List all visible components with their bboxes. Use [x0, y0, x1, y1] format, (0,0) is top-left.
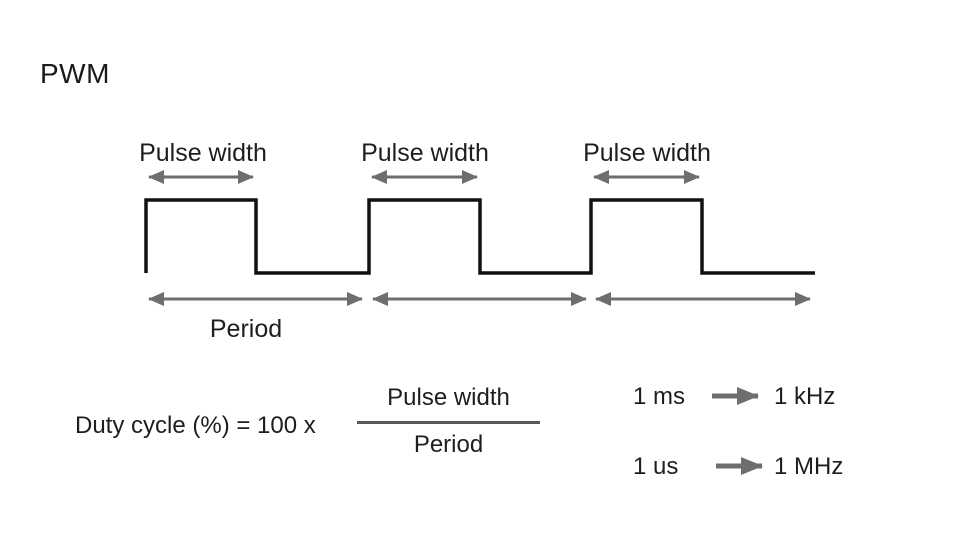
fraction-denominator: Period: [413, 431, 484, 458]
duty-cycle-fraction: Pulse width Period: [357, 384, 540, 459]
pwm-square-wave-trace: [144, 198, 815, 275]
pulse-width-label: Pulse width: [583, 139, 711, 167]
conversion-to: 1 kHz: [774, 383, 836, 410]
fraction-numerator: Pulse width: [387, 384, 510, 411]
conversion-from: 1 ms: [633, 383, 686, 410]
pulse-width-label: Pulse width: [139, 139, 267, 167]
page-title: PWM: [40, 58, 110, 89]
pulse-width-label: Pulse width: [361, 139, 489, 167]
conversion-from: 1 us: [633, 453, 679, 480]
period-label: Period: [209, 315, 283, 343]
conversion-to: 1 MHz: [774, 453, 844, 480]
fraction-bar: [357, 421, 540, 424]
duty-cycle-formula-lhs: Duty cycle (%) = 100 x: [75, 412, 316, 439]
